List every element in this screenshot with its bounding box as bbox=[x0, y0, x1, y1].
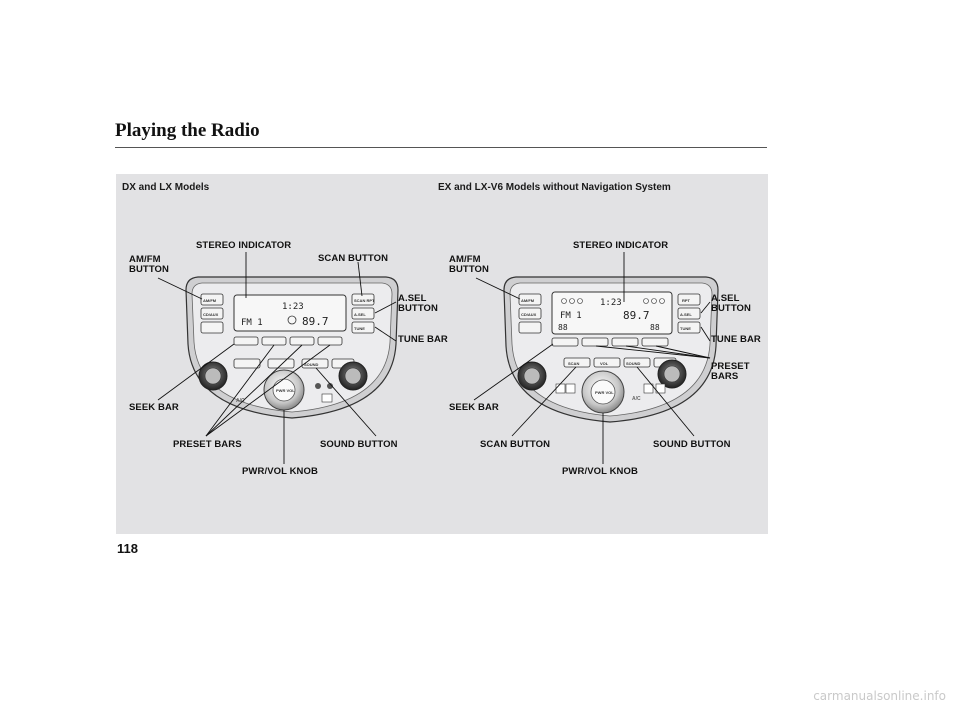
left-callout-pwr-vol-knob: PWR/VOL KNOB bbox=[242, 466, 318, 477]
left-cd-aux-button[interactable] bbox=[200, 307, 224, 320]
right-callout-preset-bars: PRESET BARS bbox=[711, 361, 750, 382]
left-label-scan: SCAN RPT bbox=[354, 298, 375, 303]
caption-right: EX and LX-V6 Models without Navigation S… bbox=[438, 182, 671, 193]
right-label-rpt: RPT bbox=[682, 298, 691, 303]
right-leader-lines bbox=[473, 252, 711, 464]
right-radio-unit bbox=[503, 276, 719, 423]
right-cd-aux-button[interactable] bbox=[518, 307, 542, 320]
left-label-tune: TUNE bbox=[354, 326, 365, 331]
left-callout-seek-bar: SEEK BAR bbox=[129, 402, 179, 413]
right-display-band: FM 1 bbox=[560, 311, 582, 321]
right-label-knob: PWR VOL bbox=[595, 390, 614, 395]
left-scan-button[interactable] bbox=[351, 293, 375, 306]
left-callout-stereo-indicator: STEREO INDICATOR bbox=[196, 240, 292, 251]
watermark: carmanualsonline.info bbox=[813, 689, 946, 703]
right-rpt-button[interactable] bbox=[677, 293, 701, 306]
left-asel-button[interactable] bbox=[351, 307, 375, 320]
right-display-frequency: 89.7 bbox=[623, 309, 650, 322]
right-asel-button[interactable] bbox=[677, 307, 701, 320]
left-tune-bar[interactable] bbox=[351, 321, 375, 334]
left-callout-preset-bars: PRESET BARS bbox=[173, 439, 242, 450]
left-seek-bar[interactable] bbox=[233, 336, 259, 346]
right-preset-bar-2[interactable] bbox=[611, 337, 639, 347]
right-label-cd-aux: CD/AUX bbox=[521, 312, 537, 317]
right-eject-button[interactable] bbox=[518, 321, 542, 334]
right-display-clock: 1:23 bbox=[600, 298, 622, 308]
right-display-temp-right: 88 bbox=[650, 323, 660, 332]
right-callout-seek-bar: SEEK BAR bbox=[449, 402, 499, 413]
left-am-fm-button[interactable] bbox=[200, 293, 224, 306]
page-title: Playing the Radio bbox=[115, 120, 260, 141]
left-display-frequency: 89.7 bbox=[302, 315, 329, 328]
left-callout-tune-bar: TUNE BAR bbox=[398, 334, 448, 345]
left-callout-scan-button: SCAN BUTTON bbox=[318, 253, 389, 264]
left-preset-bar-1[interactable] bbox=[261, 336, 287, 346]
left-preset-bar-2[interactable] bbox=[289, 336, 315, 346]
right-callout-sound-button: SOUND BUTTON bbox=[653, 439, 731, 450]
right-scan-button[interactable] bbox=[563, 357, 591, 368]
right-display-temp-left: 88 bbox=[558, 323, 568, 332]
right-preset-bar-3[interactable] bbox=[641, 337, 669, 347]
right-preset-bar-1[interactable] bbox=[581, 337, 609, 347]
right-callout-stereo-indicator: STEREO INDICATOR bbox=[573, 240, 669, 251]
title-rule bbox=[115, 147, 767, 148]
right-seek-bar[interactable] bbox=[551, 337, 579, 347]
right-label-tune: TUNE bbox=[680, 326, 691, 331]
left-label-knob: PWR VOL bbox=[276, 388, 295, 393]
figure-panel: DX and LX Models EX and LX-V6 Models wit… bbox=[116, 174, 768, 534]
left-callout-am-fm-button: AM/FM BUTTON bbox=[129, 254, 170, 275]
left-preset-bar-3[interactable] bbox=[317, 336, 343, 346]
page-number: 118 bbox=[117, 541, 138, 556]
caption-left: DX and LX Models bbox=[122, 182, 210, 193]
left-display bbox=[233, 294, 347, 332]
right-callout-am-fm-button: AM/FM BUTTON bbox=[449, 254, 490, 275]
right-label-scan: SCAN bbox=[568, 361, 579, 366]
left-callout-sound-button: SOUND BUTTON bbox=[320, 439, 398, 450]
left-label-asel: A.SEL bbox=[354, 312, 366, 317]
right-vol-button[interactable] bbox=[593, 357, 621, 368]
right-callout-scan-button: SCAN BUTTON bbox=[480, 439, 551, 450]
right-am-fm-button[interactable] bbox=[518, 293, 542, 306]
right-label-vol: VOL bbox=[600, 361, 609, 366]
right-callout-asel-button: A.SEL BUTTON bbox=[711, 293, 752, 314]
right-tune-bar[interactable] bbox=[677, 321, 701, 334]
left-label-cd-aux: CD/AUX bbox=[203, 312, 219, 317]
right-label-sound: SOUND bbox=[626, 361, 641, 366]
left-eject-button[interactable] bbox=[200, 321, 224, 334]
right-label-asel: A.SEL bbox=[680, 312, 692, 317]
left-display-clock: 1:23 bbox=[282, 302, 304, 312]
left-label-am-fm: AM/FM bbox=[203, 298, 217, 303]
left-leader-lines bbox=[157, 252, 397, 464]
right-callout-pwr-vol-knob: PWR/VOL KNOB bbox=[562, 466, 638, 477]
right-label-ac: A/C bbox=[632, 396, 641, 402]
right-label-am-fm: AM/FM bbox=[521, 298, 535, 303]
left-radio-unit bbox=[185, 276, 399, 419]
radio-illustrations: AM/FM CD/AUX SCAN RPT A.SEL TUNE SOUND P… bbox=[157, 252, 719, 464]
left-display-band: FM 1 bbox=[241, 318, 263, 328]
right-callout-tune-bar: TUNE BAR bbox=[711, 334, 761, 345]
left-label-ac: A/C bbox=[236, 398, 245, 404]
left-label-sound: SOUND bbox=[304, 362, 319, 367]
left-callout-asel-button: A.SEL BUTTON bbox=[398, 293, 439, 314]
